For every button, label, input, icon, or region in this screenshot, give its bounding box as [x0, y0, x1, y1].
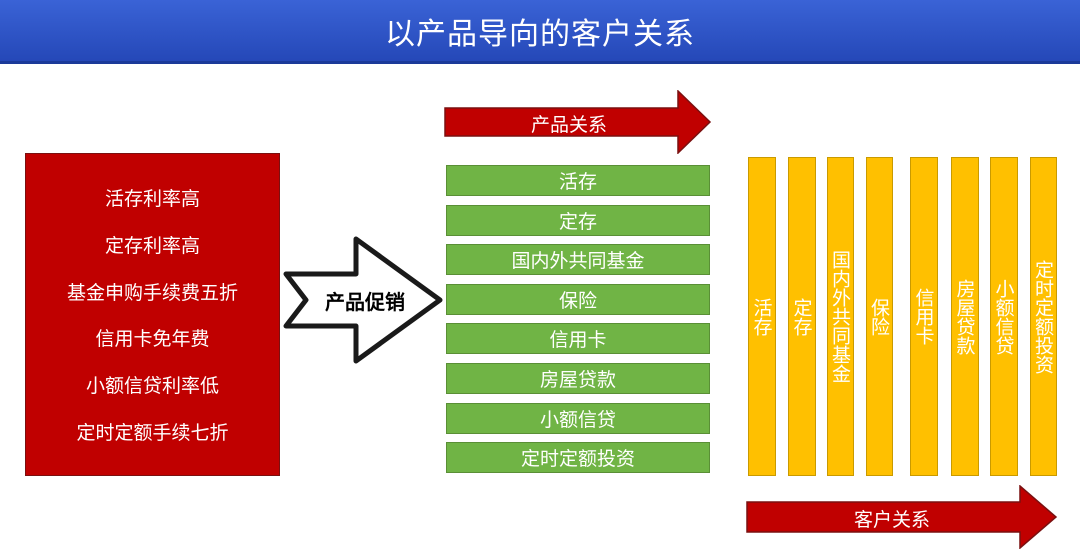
customer-product-label: 保险 [868, 297, 890, 336]
promotion-item: 信用卡免年费 [95, 328, 210, 351]
product-relation-arrow: 产品关系 [444, 90, 712, 154]
promotion-item: 基金申购手续费五折 [66, 281, 238, 304]
promotion-arrow-label: 产品促销 [325, 290, 405, 314]
customer-product-column: 小额信贷 [990, 157, 1018, 476]
customer-product-label: 小额信贷 [992, 278, 1015, 355]
promotion-item: 活存利率高 [104, 187, 200, 210]
customer-product-label: 信用卡 [912, 288, 935, 345]
product-item: 信用卡 [446, 323, 710, 355]
product-list: 活存 定存 国内外共同基金 保险 信用卡 房屋贷款 小额信贷 定时定额投资 [446, 165, 710, 482]
promotion-item: 小额信贷利率低 [85, 375, 219, 398]
customer-product-column: 定存 [788, 157, 816, 476]
promotion-item: 定时定额手续七折 [76, 422, 229, 445]
customer-product-column: 房屋贷款 [951, 157, 979, 476]
customer-product-column: 信用卡 [910, 157, 938, 476]
product-relation-label: 产品关系 [530, 114, 607, 136]
product-item: 小额信贷 [446, 402, 710, 434]
customer-product-column: 保险 [866, 157, 893, 476]
customer-product-label: 定时定额投资 [1032, 259, 1054, 374]
product-item: 国内外共同基金 [446, 244, 710, 276]
product-item: 定时定额投资 [446, 442, 710, 474]
customer-product-label: 房屋贷款 [953, 278, 976, 355]
customer-relation-label: 客户关系 [853, 509, 930, 531]
promotion-arrow-shape [283, 236, 443, 364]
customer-product-column: 定时定额投资 [1030, 157, 1057, 476]
page-title: 以产品导向的客户关系 [385, 16, 695, 52]
promotion-item: 定存利率高 [104, 234, 200, 257]
customer-product-column: 活存 [748, 157, 776, 476]
customer-product-label: 国内外共同基金 [829, 250, 851, 383]
customer-product-column: 国内外共同基金 [827, 157, 854, 476]
promotions-box: 活存利率高 定存利率高 基金申购手续费五折 信用卡免年费 小额信贷利率低 定时定… [25, 153, 280, 476]
customer-product-label: 活存 [750, 297, 773, 336]
product-item: 定存 [446, 204, 710, 236]
title-bar: 以产品导向的客户关系 [0, 0, 1080, 64]
product-item: 房屋贷款 [446, 362, 710, 394]
product-item: 活存 [446, 165, 710, 196]
product-item: 保险 [446, 283, 710, 315]
customer-relation-arrow: 客户关系 [746, 485, 1058, 549]
customer-product-label: 定存 [790, 297, 813, 336]
